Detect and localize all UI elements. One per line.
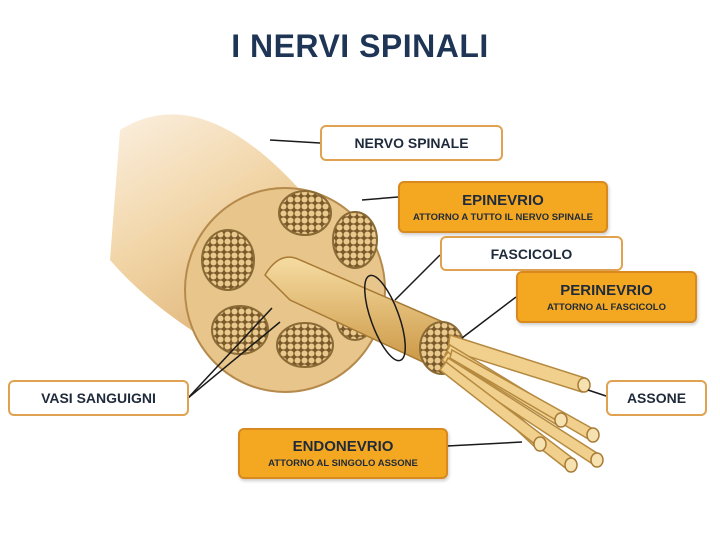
axon-end — [554, 412, 568, 428]
fascicle — [332, 211, 378, 269]
epinevrio-subtitle: ATTORNO A TUTTO IL NERVO SPINALE — [413, 211, 593, 223]
label-fascicolo: FASCICOLO — [440, 236, 623, 271]
leader-line — [394, 254, 441, 301]
leader-line — [187, 321, 281, 399]
label-endonevrio: ENDONEVRIO ATTORNO AL SINGOLO ASSONE — [238, 428, 448, 479]
axon-end — [564, 457, 578, 473]
epinevrio-title: EPINEVRIO — [462, 191, 544, 209]
leader-line — [269, 139, 321, 144]
fascicle-loop — [364, 274, 406, 362]
axon-end — [590, 452, 604, 468]
fascicle — [276, 322, 334, 368]
label-epinevrio: EPINEVRIO ATTORNO A TUTTO IL NERVO SPINA… — [398, 181, 608, 233]
axon-end — [577, 377, 591, 393]
leader-line — [461, 296, 517, 339]
leader-line — [446, 441, 523, 447]
perinevrio-subtitle: ATTORNO AL FASCICOLO — [547, 301, 666, 313]
leader-line — [587, 389, 607, 397]
label-vasi-sanguigni: VASI SANGUIGNI — [8, 380, 189, 416]
axons — [438, 334, 602, 472]
leader-line — [361, 196, 399, 201]
fascicle — [201, 229, 255, 291]
leader-lines — [187, 139, 607, 447]
axon-end — [533, 436, 547, 452]
fascicle — [278, 190, 332, 236]
endonevrio-title: ENDONEVRIO — [292, 438, 394, 455]
label-perinevrio: PERINEVRIO ATTORNO AL FASCICOLO — [516, 271, 697, 323]
axon-ends — [533, 377, 604, 473]
endonevrio-subtitle: ATTORNO AL SINGOLO ASSONE — [268, 458, 418, 469]
fascicle — [211, 305, 269, 355]
perinevrio-title: PERINEVRIO — [560, 281, 653, 299]
label-assone: ASSONE — [606, 380, 707, 416]
page-title: I NERVI SPINALI — [231, 28, 489, 64]
axon — [443, 356, 602, 467]
axon-end — [586, 427, 600, 443]
label-nervo-spinale: NERVO SPINALE — [320, 125, 503, 161]
leader-line — [187, 307, 273, 399]
